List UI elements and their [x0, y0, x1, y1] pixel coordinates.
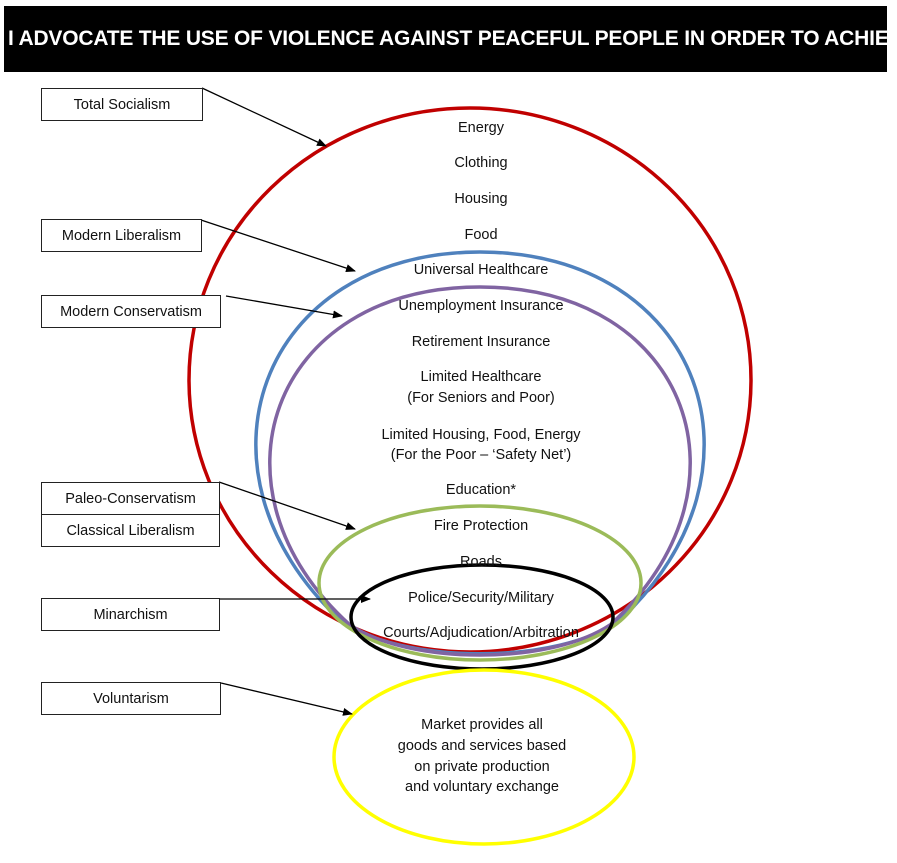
voluntarism-line-2: goods and services based — [398, 738, 566, 754]
title-text: I ADVOCATE THE USE OF VIOLENCE AGAINST P… — [8, 27, 887, 50]
arrow-modern-liberalism — [200, 219, 356, 272]
label-classical-liberalism-text: Classical Liberalism — [66, 522, 195, 539]
item-limited-healthcare: Limited Healthcare — [421, 369, 542, 385]
item-clothing: Clothing — [454, 155, 507, 171]
item-unemployment-insurance: Unemployment Insurance — [398, 298, 563, 314]
label-modern-liberalism: Modern Liberalism — [41, 219, 202, 252]
arrow-total-socialism — [201, 87, 327, 147]
item-education: Education* — [446, 482, 516, 498]
item-fire-protection: Fire Protection — [434, 518, 528, 534]
item-food: Food — [464, 227, 497, 243]
label-total-socialism-text: Total Socialism — [73, 96, 171, 113]
arrow-classical-liberalism — [218, 481, 356, 530]
arrow-modern-conservatism — [225, 295, 343, 319]
item-courts: Courts/Adjudication/Arbitration — [383, 625, 579, 641]
label-voluntarism: Voluntarism — [41, 682, 221, 715]
voluntarism-line-1: Market provides all — [421, 717, 543, 733]
label-total-socialism: Total Socialism — [41, 88, 203, 121]
voluntarism-line-4: and voluntary exchange — [405, 779, 559, 795]
item-energy: Energy — [458, 120, 505, 136]
modern-conservatism-ring — [268, 285, 692, 657]
voluntarism-line-3: on private production — [414, 759, 549, 775]
label-paleo-conservatism-text: Paleo-Conservatism — [65, 490, 196, 507]
arrow-voluntarism — [220, 682, 353, 716]
item-limited-housing: Limited Housing, Food, Energy — [381, 427, 581, 443]
label-modern-conservatism-text: Modern Conservatism — [60, 303, 202, 320]
item-police: Police/Security/Military — [408, 590, 555, 606]
item-universal-healthcare: Universal Healthcare — [414, 262, 549, 278]
item-limited-healthcare-note: (For Seniors and Poor) — [407, 390, 554, 406]
label-voluntarism-text: Voluntarism — [93, 690, 169, 707]
title-banner: I ADVOCATE THE USE OF VIOLENCE AGAINST P… — [4, 6, 887, 72]
item-limited-housing-note: (For the Poor – ‘Safety Net’) — [391, 447, 572, 463]
label-minarchism: Minarchism — [41, 598, 220, 631]
item-retirement-insurance: Retirement Insurance — [412, 334, 551, 350]
label-modern-conservatism: Modern Conservatism — [41, 295, 221, 328]
voluntarism-ring — [332, 668, 636, 846]
classical-liberalism-ring — [317, 504, 643, 662]
label-minarchism-text: Minarchism — [93, 606, 168, 623]
item-housing: Housing — [454, 191, 507, 207]
item-roads: Roads — [460, 554, 502, 570]
label-modern-liberalism-text: Modern Liberalism — [61, 227, 182, 244]
label-classical-liberalism: Classical Liberalism — [41, 514, 220, 547]
label-paleo-conservatism: Paleo-Conservatism — [41, 482, 220, 515]
